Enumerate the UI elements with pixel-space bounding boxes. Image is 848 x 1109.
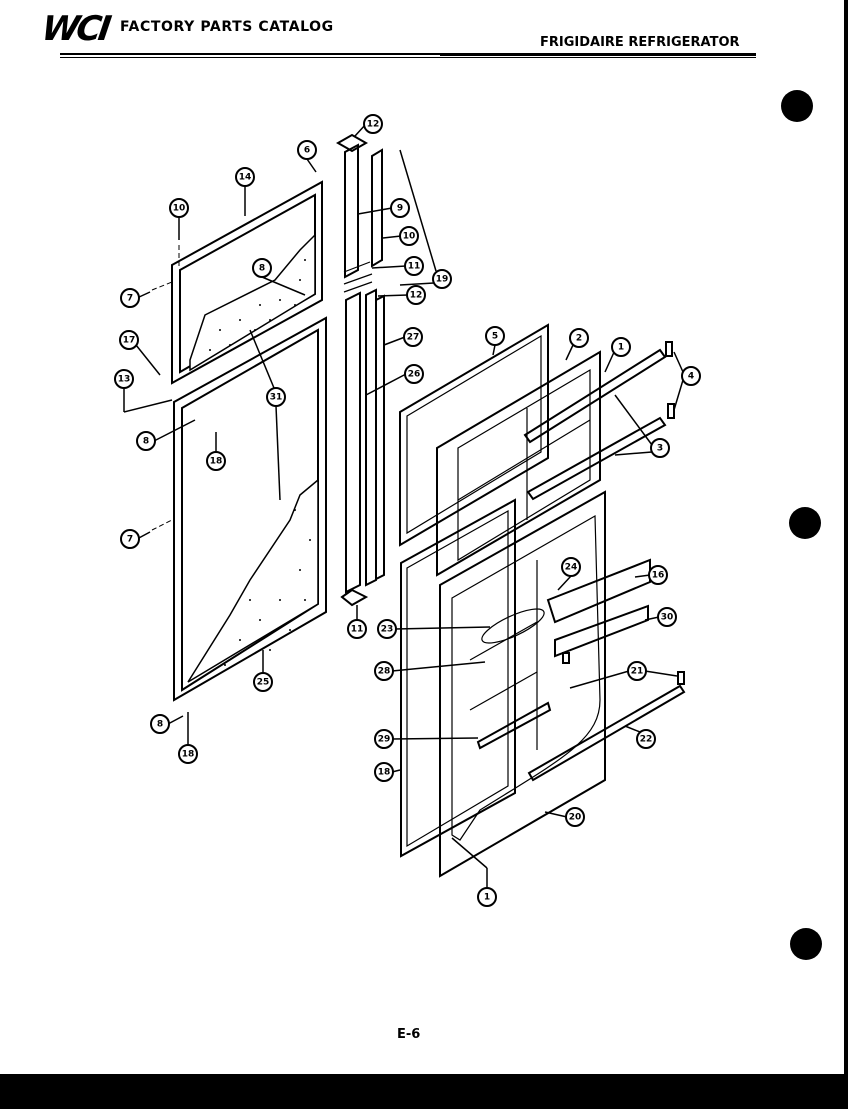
binder-hole-top: [781, 90, 813, 122]
binder-hole-middle: [789, 507, 821, 539]
svg-text:14: 14: [239, 173, 252, 183]
callout-24: 24: [561, 557, 581, 577]
svg-text:2: 2: [576, 334, 582, 344]
callout-30: 30: [657, 607, 677, 627]
callout-7: 7: [120, 288, 140, 308]
scan-edge: [844, 0, 848, 1075]
svg-text:19: 19: [436, 275, 449, 285]
header-rule-thin: [60, 57, 756, 58]
callout-1: 1: [477, 887, 497, 907]
svg-text:21: 21: [631, 667, 644, 677]
svg-text:7: 7: [127, 294, 133, 304]
callout-25: 25: [253, 672, 273, 692]
callout-4: 4: [681, 366, 701, 386]
callout-18: 18: [178, 744, 198, 764]
svg-text:28: 28: [378, 667, 391, 677]
svg-text:7: 7: [127, 535, 133, 545]
svg-text:6: 6: [304, 146, 310, 156]
callout-14: 14: [235, 167, 255, 187]
svg-text:12: 12: [367, 120, 380, 130]
door-shelves: [476, 558, 686, 782]
svg-text:13: 13: [118, 375, 131, 385]
callout-19: 19: [432, 269, 452, 289]
callout-10: 10: [399, 226, 419, 246]
callout-21: 21: [627, 661, 647, 681]
door-trim-strips: [335, 133, 385, 607]
callout-29: 29: [374, 729, 394, 749]
callout-11: 11: [404, 256, 424, 276]
svg-text:20: 20: [569, 813, 582, 823]
fresh-food-door-outer-panel: [173, 316, 327, 702]
svg-text:25: 25: [257, 678, 270, 688]
svg-text:29: 29: [378, 735, 391, 745]
svg-text:10: 10: [403, 232, 416, 242]
callout-7: 7: [120, 529, 140, 549]
svg-text:11: 11: [351, 625, 364, 635]
svg-text:18: 18: [182, 750, 195, 760]
callout-8: 8: [150, 714, 170, 734]
callout-17: 17: [119, 330, 139, 350]
fresh-food-gasket: [400, 498, 516, 858]
svg-text:12: 12: [410, 291, 423, 301]
svg-text:27: 27: [407, 333, 420, 343]
svg-text:1: 1: [618, 343, 624, 353]
callout-18: 18: [206, 451, 226, 471]
svg-text:10: 10: [173, 204, 186, 214]
svg-text:18: 18: [210, 457, 223, 467]
product-title: FRIGIDAIRE REFRIGERATOR: [540, 35, 740, 50]
callout-12: 12: [406, 285, 426, 305]
binder-hole-bottom: [790, 928, 822, 960]
callout-16: 16: [648, 565, 668, 585]
svg-text:17: 17: [123, 336, 136, 346]
svg-text:11: 11: [408, 262, 421, 272]
svg-text:4: 4: [688, 372, 694, 382]
callout-31: 31: [266, 387, 286, 407]
svg-text:9: 9: [397, 204, 403, 214]
scan-bottom-band: [0, 1074, 848, 1109]
svg-text:5: 5: [492, 332, 498, 342]
callout-13: 13: [114, 369, 134, 389]
svg-text:30: 30: [661, 613, 674, 623]
callout-12: 12: [363, 114, 383, 134]
callout-6: 6: [297, 140, 317, 160]
callout-8: 8: [136, 431, 156, 451]
svg-text:26: 26: [408, 370, 421, 380]
callout-28: 28: [374, 661, 394, 681]
svg-text:31: 31: [270, 393, 283, 403]
callout-1: 1: [611, 337, 631, 357]
callout-5: 5: [485, 326, 505, 346]
callout-23: 23: [377, 619, 397, 639]
callout-22: 22: [636, 729, 656, 749]
svg-text:23: 23: [381, 625, 394, 635]
svg-text:8: 8: [143, 437, 149, 447]
svg-text:1: 1: [484, 893, 490, 903]
freezer-door-outer-panel: [171, 180, 323, 385]
callout-20: 20: [565, 807, 585, 827]
callout-18: 18: [374, 762, 394, 782]
page-number: E-6: [397, 1027, 421, 1042]
svg-text:16: 16: [652, 571, 665, 581]
callout-10: 10: [169, 198, 189, 218]
svg-text:22: 22: [640, 735, 653, 745]
callout-27: 27: [403, 327, 423, 347]
callout-9: 9: [390, 198, 410, 218]
catalog-title: FACTORY PARTS CATALOG: [120, 19, 334, 35]
svg-text:8: 8: [157, 720, 163, 730]
freezer-door-liner: [436, 350, 601, 577]
callout-26: 26: [404, 364, 424, 384]
svg-text:3: 3: [657, 444, 663, 454]
callout-11: 11: [347, 619, 367, 639]
callout-8: 8: [252, 258, 272, 278]
svg-text:18: 18: [378, 768, 391, 778]
svg-text:24: 24: [565, 563, 578, 573]
freezer-shelf-bars: [523, 341, 675, 501]
svg-text:8: 8: [259, 264, 265, 274]
freezer-gasket: [399, 323, 549, 547]
callout-2: 2: [569, 328, 589, 348]
callout-3: 3: [650, 438, 670, 458]
header-rule-thick: [440, 53, 756, 56]
header-rule: [60, 53, 440, 55]
